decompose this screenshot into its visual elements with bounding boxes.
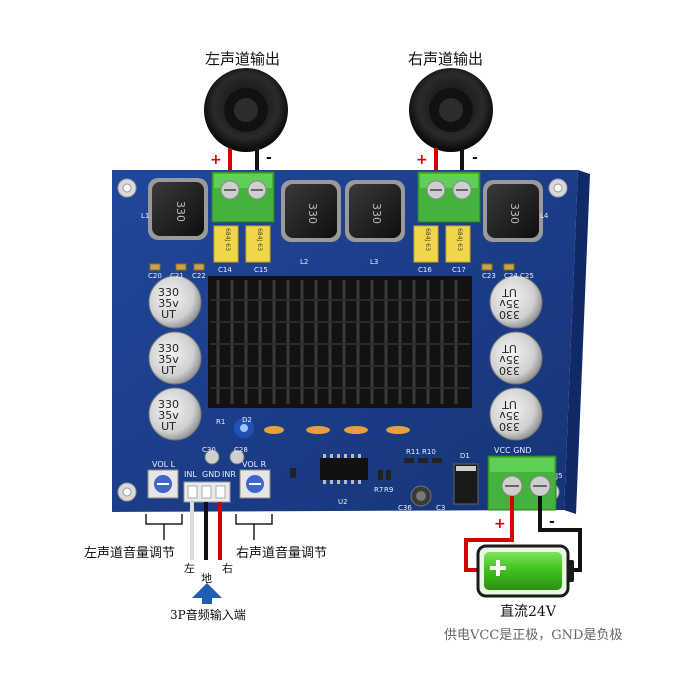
right-minus: -	[472, 150, 478, 166]
left-plus: +	[210, 152, 222, 168]
inductors	[148, 178, 543, 242]
right-speaker-icon	[409, 68, 493, 152]
label-r10: R10	[422, 448, 436, 456]
label-c16: C16	[418, 266, 432, 274]
film-cap-text-3: 684J 63	[423, 228, 431, 251]
label-c21: C21	[170, 272, 184, 280]
inductor-l1-text: 330	[174, 201, 187, 222]
power-plus: +	[494, 516, 506, 532]
film-cap-text-2: 684J 63	[255, 228, 263, 251]
right-volume-label: 右声道音量调节	[236, 546, 328, 561]
left-speaker-icon	[204, 68, 288, 152]
label-j5: J5	[556, 472, 563, 480]
volume-potentiometers	[147, 469, 271, 499]
label-c30: C30	[202, 446, 216, 454]
label-u2: U2	[338, 498, 348, 506]
label-l4: L4	[540, 212, 549, 220]
label-c14: C14	[218, 266, 232, 274]
input-ground-label: 地	[201, 572, 212, 585]
label-c36: C36	[398, 504, 412, 512]
label-c15: C15	[254, 266, 268, 274]
power-terminal	[487, 455, 557, 511]
film-capacitors	[213, 225, 471, 263]
power-terminal-silk: VCC GND	[494, 446, 532, 455]
label-r9: R9	[384, 486, 394, 494]
electrolytic-capacitors-left	[148, 275, 202, 441]
label-r7: R7	[374, 486, 384, 494]
label-c3: C3	[436, 504, 446, 512]
audio-input-label: 3P音频输入端	[170, 608, 246, 622]
speaker-terminals	[211, 171, 481, 223]
label-c23: C23	[482, 272, 496, 280]
label-l3: L3	[370, 258, 379, 266]
vol-right-silk: VOL R	[242, 460, 267, 469]
inductor-l3-text: 330	[370, 203, 383, 224]
label-c28: C28	[234, 446, 248, 454]
input-left-label: 左	[184, 562, 195, 575]
inductor-l2-text: 330	[306, 203, 319, 224]
dc-power-label: 直流24V	[500, 604, 556, 620]
battery-icon	[476, 544, 574, 598]
label-r11: R11	[406, 448, 420, 456]
label-l1: L1	[141, 212, 150, 220]
film-cap-text-1: 684J 63	[223, 228, 231, 251]
header-pin-gnd: GND	[202, 470, 221, 479]
label-c20: C20	[148, 272, 162, 280]
label-c24: C24	[504, 272, 518, 280]
film-cap-text-4: 684J 63	[455, 228, 463, 251]
input-header	[183, 481, 231, 503]
power-minus: -	[549, 514, 555, 530]
left-minus: -	[266, 150, 272, 166]
label-c22: C22	[192, 272, 206, 280]
right-plus: +	[416, 152, 428, 168]
right-output-label: 右声道输出	[408, 50, 484, 68]
label-c25: C25	[520, 272, 534, 280]
arrow-up-icon	[192, 583, 222, 604]
inductor-l4-text: 330	[508, 203, 521, 224]
vol-left-silk: VOL L	[152, 460, 176, 469]
left-output-label: 左声道输出	[205, 50, 281, 68]
label-d1: D1	[460, 452, 470, 460]
input-right-label: 右	[222, 562, 233, 575]
header-pin-inr: INR	[222, 470, 236, 479]
heatsink	[208, 276, 472, 408]
header-pin-inl: INL	[184, 470, 197, 479]
label-l2: L2	[300, 258, 309, 266]
ic-chip	[320, 458, 368, 480]
label-r1: R1	[216, 418, 226, 426]
power-note: 供电VCC是正极，GND是负极	[444, 628, 623, 643]
label-d2: D2	[242, 416, 252, 424]
power-led	[234, 418, 254, 438]
left-volume-label: 左声道音量调节	[84, 546, 176, 561]
electrolytic-capacitors-right	[489, 275, 543, 441]
label-c17: C17	[452, 266, 466, 274]
